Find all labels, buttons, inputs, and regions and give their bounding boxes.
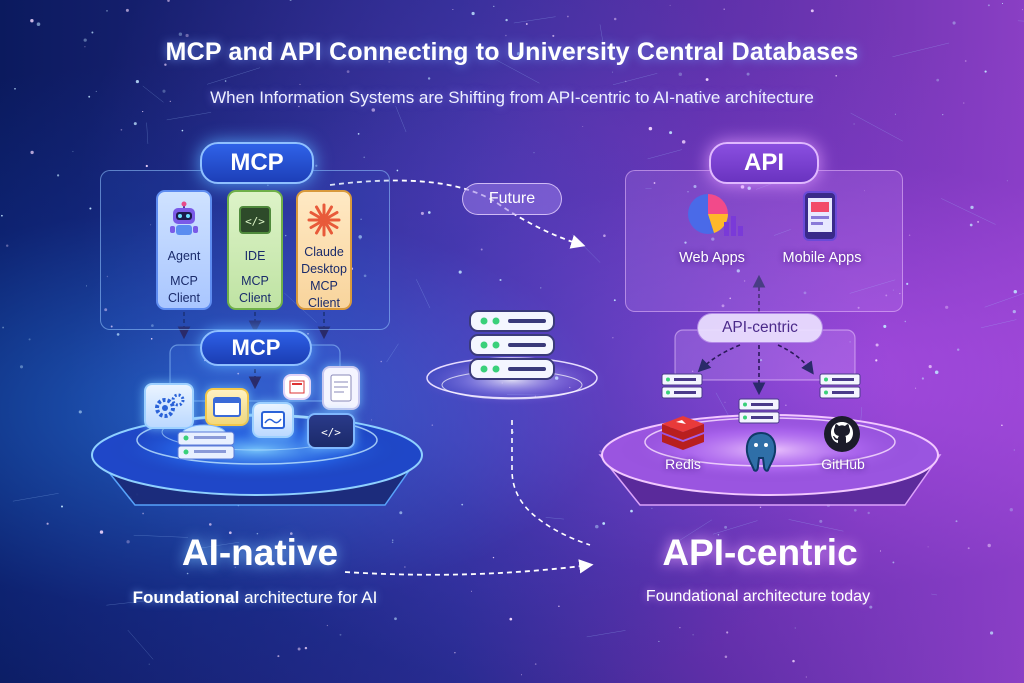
claude-label-line2: Desktop bbox=[301, 262, 347, 276]
ide-type-line1: MCP bbox=[241, 274, 269, 288]
agent-type-line1: MCP bbox=[170, 274, 198, 288]
api-title-pill: API bbox=[709, 142, 819, 184]
web-apps-label: Web Apps bbox=[679, 250, 745, 266]
mcp-server-pill: MCP bbox=[200, 330, 312, 366]
redis-label: Redis bbox=[665, 456, 701, 472]
svg-text:</>: </> bbox=[245, 215, 265, 228]
folder-window-icon bbox=[205, 388, 249, 426]
server-icon-middle bbox=[737, 397, 781, 437]
ai-native-caption-rest: architecture for AI bbox=[239, 588, 378, 607]
robot-icon bbox=[158, 196, 210, 244]
github-icon bbox=[822, 414, 862, 454]
claude-sunburst-icon bbox=[298, 196, 350, 244]
settings-gears-icon bbox=[144, 383, 194, 429]
github-label: GitHub bbox=[821, 456, 865, 472]
code-icon: </> bbox=[229, 196, 281, 244]
ide-client-card[interactable]: </> IDE MCP Client bbox=[227, 190, 283, 310]
ai-native-caption: Foundational architecture for AI bbox=[90, 588, 420, 608]
document-icon bbox=[283, 374, 311, 400]
pie-chart-icon bbox=[684, 190, 744, 242]
svg-text:</>: </> bbox=[321, 426, 341, 439]
ide-label: IDE bbox=[244, 249, 266, 263]
api-apps-panel bbox=[625, 170, 903, 312]
agent-client-card[interactable]: Agent MCP Client bbox=[156, 190, 212, 310]
claude-type-line1: MCP bbox=[310, 279, 338, 293]
postgresql-elephant-icon bbox=[742, 430, 780, 474]
code-editor-icon: </> bbox=[307, 413, 355, 449]
server-stack-icon bbox=[174, 424, 244, 464]
claude-type-line2: Client bbox=[308, 296, 340, 310]
api-centric-caption: Foundational architecture today bbox=[645, 588, 871, 605]
ai-native-caption-bold: Foundational bbox=[132, 588, 240, 607]
agent-type-line2: Client bbox=[168, 291, 200, 305]
file-document-icon bbox=[322, 366, 360, 410]
claude-desktop-client-card[interactable]: Claude Desktop MCP Client bbox=[296, 190, 352, 310]
migration-arrow bbox=[344, 559, 594, 576]
ai-native-heading: AI-native bbox=[181, 532, 339, 573]
page-title: MCP and API Connecting to University Cen… bbox=[165, 38, 859, 66]
database-stack-icon bbox=[462, 305, 562, 385]
server-icon-left bbox=[660, 372, 704, 412]
window-panel-icon bbox=[252, 402, 294, 438]
db-down-arrow bbox=[511, 420, 591, 546]
client-to-mcp-arrows bbox=[177, 312, 331, 390]
api-centric-arrows bbox=[697, 274, 814, 396]
page-subtitle: When Information Systems are Shifting fr… bbox=[210, 88, 814, 107]
redis-icon bbox=[658, 412, 708, 454]
api-centric-heading: API-centric bbox=[662, 532, 858, 573]
server-icon-right bbox=[818, 372, 862, 412]
api-centric-pill: API-centric bbox=[697, 313, 823, 343]
mobile-apps-label: Mobile Apps bbox=[782, 250, 862, 266]
future-label-pill: Future bbox=[462, 183, 562, 215]
ide-type-line2: Client bbox=[239, 291, 271, 305]
mcp-title-pill: MCP bbox=[200, 142, 314, 184]
claude-label-line1: Claude bbox=[304, 245, 344, 259]
mobile-phone-icon bbox=[800, 190, 840, 242]
agent-label: Agent bbox=[167, 249, 201, 263]
